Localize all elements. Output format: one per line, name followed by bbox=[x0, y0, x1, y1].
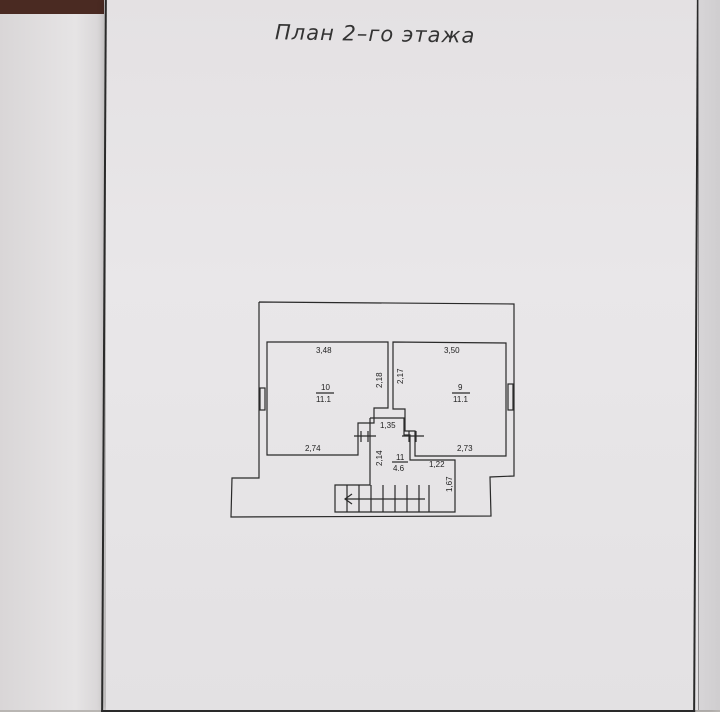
room-9-width-bottom: 2,73 bbox=[457, 444, 473, 453]
room-10-width-bottom: 2,74 bbox=[305, 444, 321, 453]
room-10-number: 10 bbox=[321, 383, 330, 392]
room-10-width-top: 3,48 bbox=[316, 346, 332, 355]
room-9-outline bbox=[392, 341, 507, 457]
window-left bbox=[259, 387, 266, 411]
left-page-edge bbox=[0, 0, 104, 14]
room-11-width-top: 1,35 bbox=[380, 421, 396, 430]
window-right bbox=[507, 383, 514, 411]
right-page-edge bbox=[698, 0, 720, 710]
room-9-width-top: 3,50 bbox=[444, 346, 460, 355]
room-10-outline bbox=[266, 341, 389, 456]
room-11-number: 11 bbox=[396, 453, 405, 462]
room-10-area: 11.1 bbox=[316, 395, 332, 404]
room-9-height: 2,17 bbox=[396, 368, 405, 384]
outer-wall bbox=[230, 301, 515, 518]
floor-plan-sheet bbox=[106, 0, 718, 710]
stair-arrow-head bbox=[343, 493, 353, 505]
room-11-area: 4.6 bbox=[393, 464, 405, 473]
room-11-side-height: 1,67 bbox=[445, 476, 454, 492]
room-9-area: 11.1 bbox=[453, 395, 469, 404]
room-11-height: 2,14 bbox=[375, 450, 384, 466]
room-11-side-width: 1,22 bbox=[429, 460, 445, 469]
room-10-height: 2,18 bbox=[375, 372, 384, 388]
room-9-number: 9 bbox=[458, 383, 463, 392]
left-page bbox=[0, 0, 109, 710]
